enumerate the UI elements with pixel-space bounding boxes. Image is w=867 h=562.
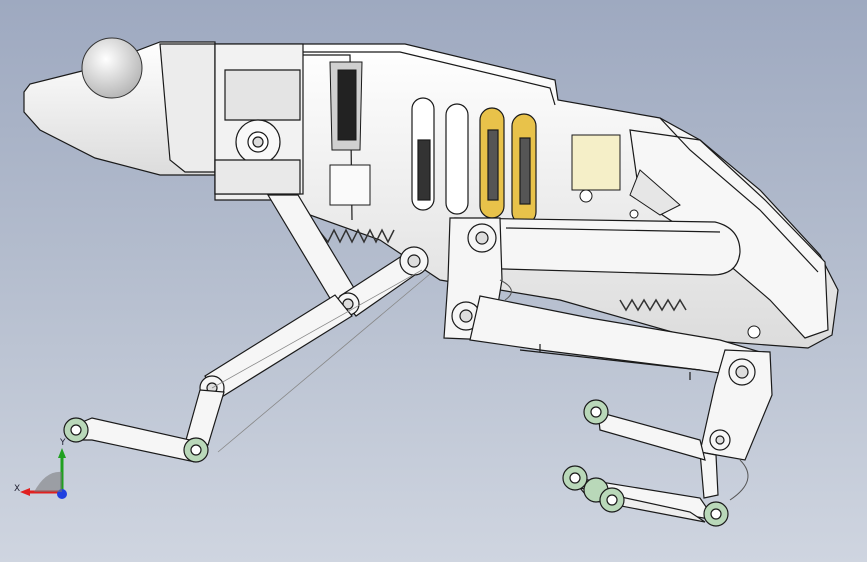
neck-bracket[interactable] [214, 43, 304, 195]
inner-mechanism [329, 61, 681, 216]
fastener-holes [579, 189, 761, 339]
triad-axes [20, 448, 67, 499]
springs [319, 228, 687, 312]
y-axis-label: Y [60, 438, 66, 448]
rear-leg[interactable] [443, 217, 773, 527]
eye-sphere[interactable] [81, 37, 143, 99]
x-axis-label: X [14, 484, 21, 494]
orientation-triad: Y X [14, 438, 74, 510]
front-leg[interactable] [63, 194, 431, 463]
side-slots [411, 97, 537, 225]
